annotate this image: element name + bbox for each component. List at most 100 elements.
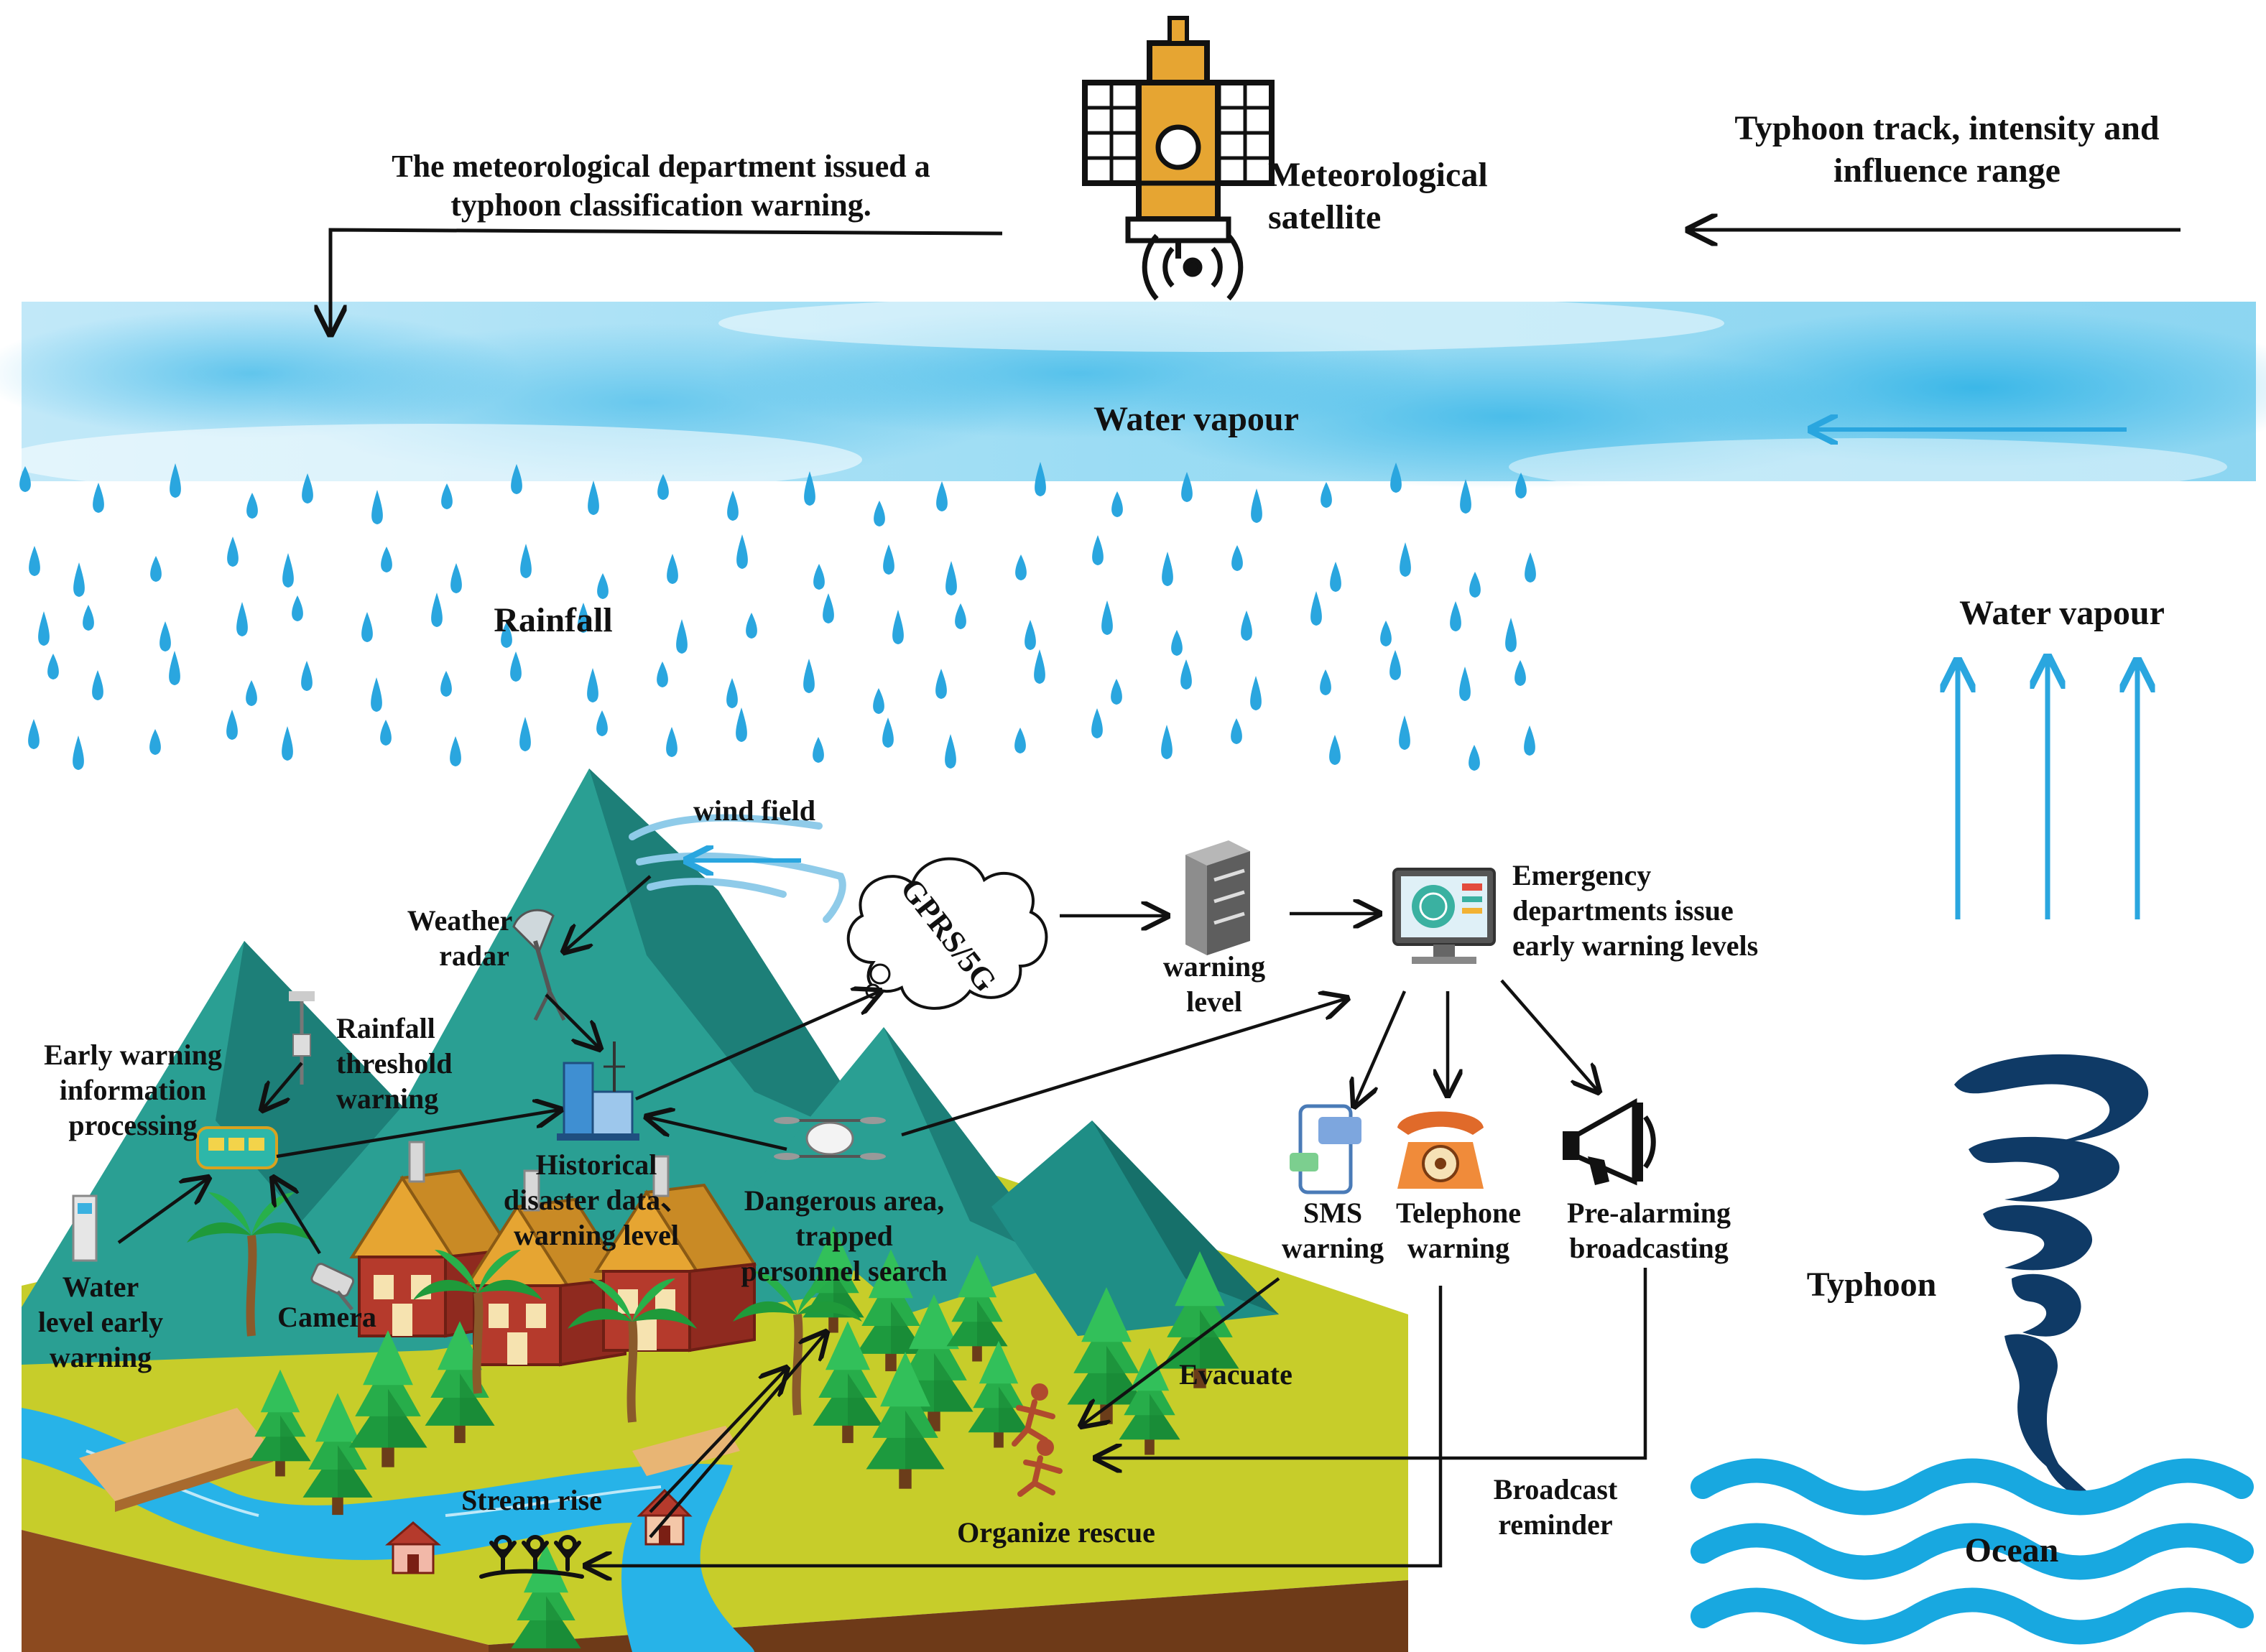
typhoon-icon	[1954, 1054, 2149, 1501]
raindrop	[1015, 554, 1027, 580]
raindrop	[1469, 572, 1481, 598]
server-icon	[1185, 840, 1250, 955]
raindrop	[813, 737, 824, 763]
met-warning-line-2: typhoon classification warning.	[450, 187, 871, 223]
early-info-line-3: processing	[68, 1108, 198, 1141]
raindrop	[441, 483, 453, 509]
water-level-warning-label: Water level early warning	[18, 1270, 183, 1375]
raindrop	[380, 720, 392, 746]
raindrop	[1111, 679, 1122, 705]
raindrop	[282, 553, 294, 588]
evacuate-label: Evacuate	[1179, 1358, 1292, 1391]
raindrop	[520, 544, 532, 578]
typhoon-track-line-2: influence range	[1833, 151, 2061, 190]
rainfall-label: Rainfall	[494, 601, 613, 639]
emergency-line-1: Emergency	[1512, 859, 1652, 891]
raindrop	[381, 547, 392, 572]
pine-tree	[249, 1369, 311, 1477]
satellite-label: Meteorological satellite	[1268, 154, 1488, 238]
met-warning-label: The meteorological department issued a t…	[374, 147, 948, 224]
raindrop	[657, 662, 668, 687]
met-warning-line-1: The meteorological department issued a	[392, 149, 930, 184]
pine-tree	[946, 1254, 1008, 1362]
raindrop	[371, 490, 383, 524]
historical-line-3: warning level	[514, 1218, 679, 1251]
raindrop	[169, 651, 180, 685]
raindrop	[1460, 479, 1471, 514]
typhoon-track-line-1: Typhoon track, intensity and	[1734, 109, 2160, 147]
pine-tree	[866, 1351, 945, 1489]
raindrop	[936, 481, 948, 511]
sms-line-2: warning	[1281, 1231, 1384, 1264]
pine-trees	[187, 1192, 1239, 1652]
processing-device-icon	[196, 1126, 278, 1169]
raindrop	[823, 593, 834, 623]
drone-icon	[774, 1117, 886, 1160]
raindrop	[813, 564, 825, 590]
raindrop	[301, 661, 313, 691]
prealarm-line-2: broadcasting	[1569, 1231, 1729, 1264]
megaphone-icon	[1563, 1098, 1656, 1186]
broadcast-reminder-label: Broadcast reminder	[1476, 1472, 1634, 1543]
raindrop	[29, 546, 40, 576]
raindrop	[246, 493, 258, 519]
raindrop	[1101, 600, 1113, 635]
raindrop	[73, 735, 84, 770]
raindrop	[282, 726, 293, 761]
telephone-line-2: warning	[1407, 1231, 1510, 1264]
raindrop	[1469, 745, 1480, 771]
dangerous-line-2: trapped	[795, 1219, 893, 1252]
rainfall-threshold-line-2: threshold	[336, 1047, 453, 1080]
raindrop	[236, 602, 248, 636]
raindrop	[736, 707, 747, 742]
raindrop	[450, 563, 462, 593]
emergency-label: Emergency departments issue early warnin…	[1512, 858, 1758, 963]
emergency-line-2: departments issue	[1512, 894, 1734, 927]
raindrop	[1450, 601, 1461, 631]
camera-icon	[310, 1263, 355, 1311]
dangerous-area-label: Dangerous area, trapped personnel search	[726, 1184, 963, 1289]
wind-field-icon	[629, 814, 846, 923]
raindrop	[882, 718, 894, 748]
pre-alarming-label: Pre-alarming broadcasting	[1552, 1196, 1746, 1266]
raindrop	[1524, 725, 1535, 756]
data-center-building-icon	[557, 1041, 639, 1141]
typhoon-track-label: Typhoon track, intensity and influence r…	[1703, 108, 2191, 192]
raindrop	[38, 611, 50, 646]
water-level-line-2: level early	[37, 1305, 164, 1338]
early-info-line-2: information	[59, 1073, 207, 1106]
raindrop	[83, 605, 94, 631]
raindrop	[431, 593, 443, 627]
raindrop	[955, 603, 966, 629]
raindrop	[883, 544, 894, 575]
palm-tree	[568, 1279, 697, 1423]
early-info-line-1: Early warning	[44, 1039, 222, 1071]
raindrop	[1035, 462, 1046, 496]
raindrop	[150, 556, 162, 582]
pine-tree	[856, 1249, 926, 1372]
raindrop	[292, 595, 303, 621]
raindrop	[803, 659, 815, 693]
raindrop	[587, 668, 598, 702]
raindrop	[1515, 473, 1527, 498]
water-vapour-top-label: Water vapour	[1093, 400, 1299, 438]
water-vapour-right-label: Water vapour	[1959, 594, 2165, 632]
broadcast-line-2: reminder	[1498, 1508, 1613, 1541]
raindrop	[1390, 463, 1402, 493]
raindrop	[371, 677, 382, 712]
raindrop	[511, 464, 522, 494]
weather-radar-label: Weather radar	[388, 904, 532, 974]
rainfall-threshold-line-3: warning	[336, 1082, 439, 1115]
water-level-sensor-icon	[72, 1194, 98, 1262]
raindrop	[47, 654, 59, 679]
raindrop	[170, 463, 181, 498]
raindrop	[1380, 621, 1392, 646]
warning-level-line-1: warning	[1162, 950, 1266, 983]
warning-level-label: warning level	[1135, 950, 1293, 1020]
raindrop	[1181, 472, 1193, 502]
organize-rescue-label: Organize rescue	[957, 1516, 1155, 1549]
raindrop	[1034, 649, 1045, 684]
raindrop	[1514, 660, 1526, 686]
